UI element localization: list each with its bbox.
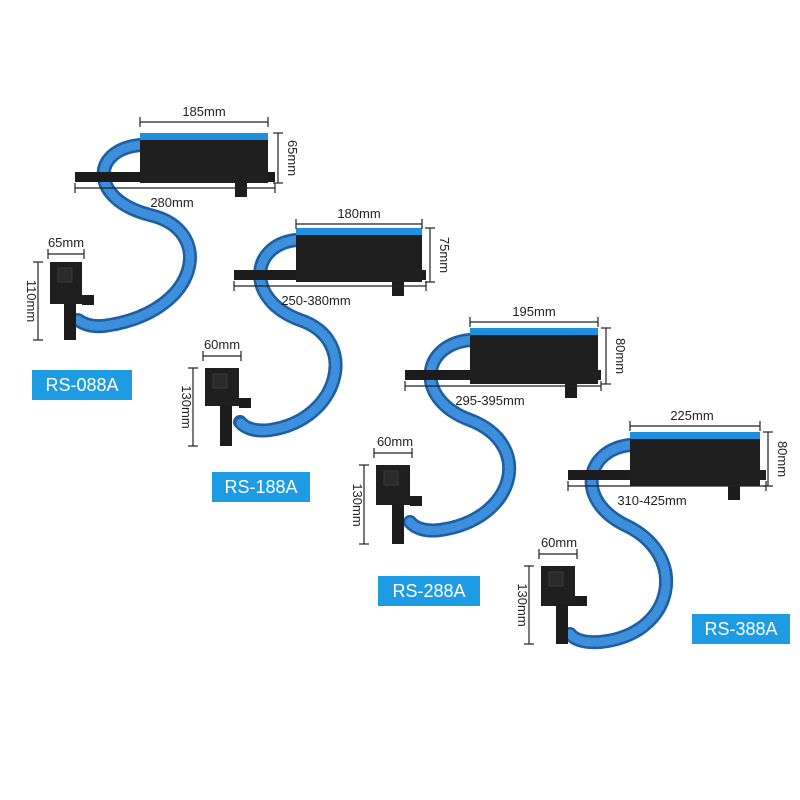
pump-height-text: 130mm (179, 385, 194, 428)
product-group-4: 225mm 80mm 310-425mm 60mm 130mm (515, 408, 790, 650)
pump-width-dimension (47, 249, 85, 259)
pump-width-text: 60mm (204, 337, 240, 352)
pump-width-text: 60mm (377, 434, 413, 449)
outlet-nozzle (728, 486, 740, 500)
bar-length-text: 250-380mm (281, 293, 350, 308)
box-height-text: 80mm (775, 441, 790, 477)
pump (50, 262, 94, 340)
pump-width-dimension (202, 351, 242, 361)
box-width-dimension (629, 421, 761, 431)
product-group-2: 180mm 75mm 250-380mm 60mm 130mm (179, 206, 452, 447)
filter-box (470, 328, 598, 384)
box-width-dimension (295, 219, 423, 229)
pump-height-text: 110mm (24, 280, 39, 322)
pump-width-text: 60mm (541, 535, 577, 550)
pump-height-text: 130mm (350, 483, 365, 526)
box-width-text: 180mm (337, 206, 380, 221)
filter-box (140, 133, 268, 183)
box-height-text: 75mm (437, 237, 452, 273)
pump-width-text: 65mm (48, 235, 84, 250)
pump (541, 566, 587, 644)
box-height-dimension (425, 227, 435, 283)
pump-height-dimension (524, 565, 534, 645)
pump-height-dimension (359, 464, 369, 545)
outlet-nozzle (565, 384, 577, 398)
bar-length-dimension (404, 381, 602, 391)
box-height-dimension (601, 327, 611, 385)
box-width-dimension (469, 317, 599, 327)
bar-length-dimension (233, 281, 427, 291)
outlet-nozzle (392, 282, 404, 296)
pump-width-dimension (373, 448, 413, 458)
filter-box-lid (296, 228, 422, 235)
filter-box (296, 228, 422, 282)
pump-height-text: 130mm (515, 583, 530, 626)
bar-length-dimension (567, 481, 767, 491)
filter-box (630, 432, 760, 486)
box-height-text: 80mm (613, 338, 628, 374)
pump (376, 465, 422, 544)
pump-height-dimension (188, 367, 198, 447)
box-width-dimension (139, 117, 269, 127)
filter-box-lid (630, 432, 760, 439)
product-group-3: 195mm 80mm 295-395mm 60mm 130mm (350, 304, 628, 545)
outlet-nozzle (235, 183, 247, 197)
product-group-1: 185mm 65mm 280mm 65mm 110mm (24, 104, 300, 341)
filter-box-lid (470, 328, 598, 335)
bar-length-text: 295-395mm (455, 393, 524, 408)
model-label-rs-388a: RS-388A (692, 614, 790, 644)
pump (205, 368, 251, 446)
bar-length-text: 280mm (150, 195, 193, 210)
box-width-text: 195mm (512, 304, 555, 319)
box-width-text: 185mm (182, 104, 225, 119)
pump-width-dimension (538, 549, 578, 559)
pump-height-dimension (33, 261, 43, 341)
box-height-text: 65mm (285, 140, 300, 176)
bar-length-dimension (74, 183, 276, 193)
model-label-rs-088a: RS-088A (32, 370, 132, 400)
box-width-text: 225mm (670, 408, 713, 423)
model-label-rs-188a: RS-188A (212, 472, 310, 502)
model-label-rs-288a: RS-288A (378, 576, 480, 606)
bar-length-text: 310-425mm (617, 493, 686, 508)
filter-box-lid (140, 133, 268, 140)
